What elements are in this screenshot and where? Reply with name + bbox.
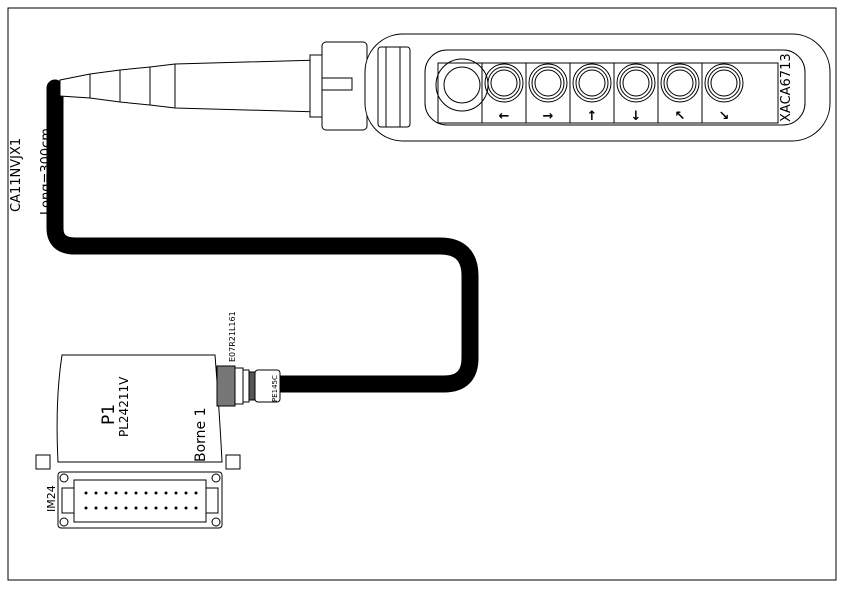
pin bbox=[114, 491, 118, 495]
pin bbox=[134, 506, 138, 510]
pendant-body bbox=[364, 33, 831, 142]
pin bbox=[154, 491, 158, 495]
connector-reference: IM24 bbox=[45, 485, 58, 512]
arrow-up-icon: ↑ bbox=[587, 109, 598, 124]
cable bbox=[46, 79, 479, 393]
pin bbox=[164, 491, 168, 495]
box-tab bbox=[225, 454, 241, 470]
pin bbox=[144, 506, 148, 510]
drawing-frame bbox=[7, 7, 837, 581]
pendant-reference: XACA6713 bbox=[779, 53, 794, 122]
cable-length: Long=300cm bbox=[39, 128, 54, 215]
gland-reference: E07R21L161 bbox=[228, 311, 237, 362]
pin bbox=[164, 506, 168, 510]
connector-pins bbox=[84, 491, 198, 510]
button-up[interactable]: ↑ bbox=[569, 63, 612, 124]
pin bbox=[144, 491, 148, 495]
pin bbox=[124, 491, 128, 495]
button-down[interactable]: ↓ bbox=[613, 63, 656, 124]
pin bbox=[104, 506, 108, 510]
button-up-left[interactable]: ↖ bbox=[657, 63, 700, 124]
nut-reference: PE145C bbox=[271, 375, 279, 402]
pin bbox=[174, 491, 178, 495]
pin bbox=[174, 506, 178, 510]
cable-gland bbox=[216, 365, 281, 407]
cable-reference: CA11NVJX1 bbox=[9, 138, 24, 212]
pin bbox=[154, 506, 158, 510]
box-tab bbox=[35, 454, 51, 470]
button-down-right[interactable]: ↘ bbox=[701, 63, 744, 124]
box-terminal: Borne 1 bbox=[193, 407, 209, 462]
connector-im24 bbox=[57, 471, 223, 529]
button-left[interactable]: ← bbox=[481, 63, 524, 124]
pin bbox=[114, 506, 118, 510]
pendant-grip bbox=[377, 46, 411, 128]
pin bbox=[194, 506, 198, 510]
pin bbox=[84, 491, 88, 495]
pin bbox=[94, 506, 98, 510]
box-id: P1 bbox=[99, 404, 119, 425]
arrow-right-icon: → bbox=[543, 109, 554, 124]
pin bbox=[84, 506, 88, 510]
pin bbox=[184, 506, 188, 510]
button-panel bbox=[424, 49, 806, 126]
pin bbox=[94, 491, 98, 495]
arrow-up-left-icon: ↖ bbox=[675, 109, 686, 124]
arrow-down-right-icon: ↘ bbox=[719, 109, 730, 124]
pin bbox=[194, 491, 198, 495]
pin bbox=[184, 491, 188, 495]
arrow-left-icon: ← bbox=[499, 109, 510, 124]
button-right[interactable]: → bbox=[525, 63, 568, 124]
pin bbox=[124, 506, 128, 510]
pin bbox=[104, 491, 108, 495]
box-model: PL24211V bbox=[117, 376, 131, 437]
arrow-down-icon: ↓ bbox=[631, 109, 642, 124]
cable-strain-relief bbox=[59, 41, 368, 131]
pin bbox=[134, 491, 138, 495]
